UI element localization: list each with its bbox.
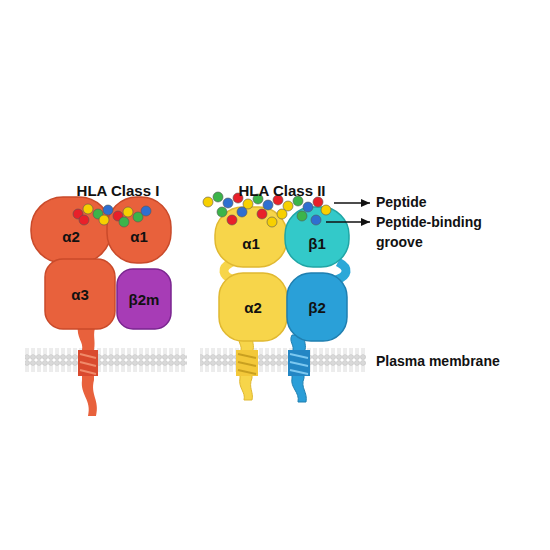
- protein-domain: α1: [214, 206, 288, 268]
- amino-acid-bead: [103, 205, 113, 215]
- amino-acid-bead: [83, 204, 93, 214]
- transmembrane-helix: [288, 350, 310, 376]
- amino-acid-bead: [217, 207, 227, 217]
- amino-acid-bead: [237, 207, 247, 217]
- amino-acid-bead: [113, 211, 123, 221]
- leader-arrow: [334, 202, 370, 204]
- amino-acid-bead: [223, 198, 233, 208]
- amino-acid-bead: [243, 199, 253, 209]
- amino-acid-bead: [213, 192, 223, 202]
- transmembrane-helix: [236, 350, 258, 376]
- helix-stripes: [80, 354, 96, 374]
- amino-acid-bead: [321, 205, 331, 215]
- domain-label: β2: [308, 299, 326, 316]
- callout-label: Peptide: [376, 193, 526, 213]
- amino-acid-bead: [119, 217, 129, 227]
- amino-acid-bead: [99, 215, 109, 225]
- amino-acid-bead: [283, 201, 293, 211]
- amino-acid-bead: [303, 202, 313, 212]
- amino-acid-bead: [141, 206, 151, 216]
- protein-domain: β1: [284, 206, 350, 268]
- domain-label: β1: [308, 235, 326, 252]
- protein-domain: β2m: [116, 268, 172, 330]
- group-title: HLA Class II: [212, 180, 352, 201]
- amino-acid-bead: [267, 217, 277, 227]
- protein-domain: α2: [30, 196, 112, 264]
- amino-acid-bead: [79, 215, 89, 225]
- amino-acid-bead: [227, 215, 237, 225]
- domain-label: α2: [244, 299, 262, 316]
- amino-acid-bead: [133, 212, 143, 222]
- amino-acid-bead: [257, 209, 267, 219]
- amino-acid-bead: [93, 209, 103, 219]
- amino-acid-bead: [277, 209, 287, 219]
- transmembrane-helix: [78, 350, 98, 376]
- domain-label: β2m: [129, 291, 160, 308]
- lipid-bilayer: [200, 346, 366, 376]
- callout-label: Peptide-binding groove: [376, 213, 504, 252]
- group-title: HLA Class I: [58, 180, 178, 201]
- amino-acid-bead: [263, 200, 273, 210]
- protein-domain: β2: [286, 272, 348, 342]
- lipid-bilayer: [25, 346, 187, 376]
- protein-domain: α1: [106, 196, 172, 264]
- amino-acid-bead: [73, 209, 83, 219]
- amino-acid-bead: [311, 215, 321, 225]
- protein-domain: α3: [44, 258, 116, 330]
- domain-label: α1: [242, 235, 260, 252]
- domain-label: α1: [130, 228, 148, 245]
- domain-label: α2: [62, 228, 80, 245]
- helix-stripes: [290, 354, 308, 374]
- protein-domain: α2: [218, 272, 288, 342]
- amino-acid-bead: [297, 211, 307, 221]
- amino-acid-bead: [123, 207, 133, 217]
- callout-label: Plasma membrane: [376, 352, 546, 372]
- leader-arrow: [326, 221, 370, 223]
- amino-acid-bead: [203, 197, 213, 207]
- domain-label: α3: [71, 286, 89, 303]
- helix-stripes: [238, 354, 256, 374]
